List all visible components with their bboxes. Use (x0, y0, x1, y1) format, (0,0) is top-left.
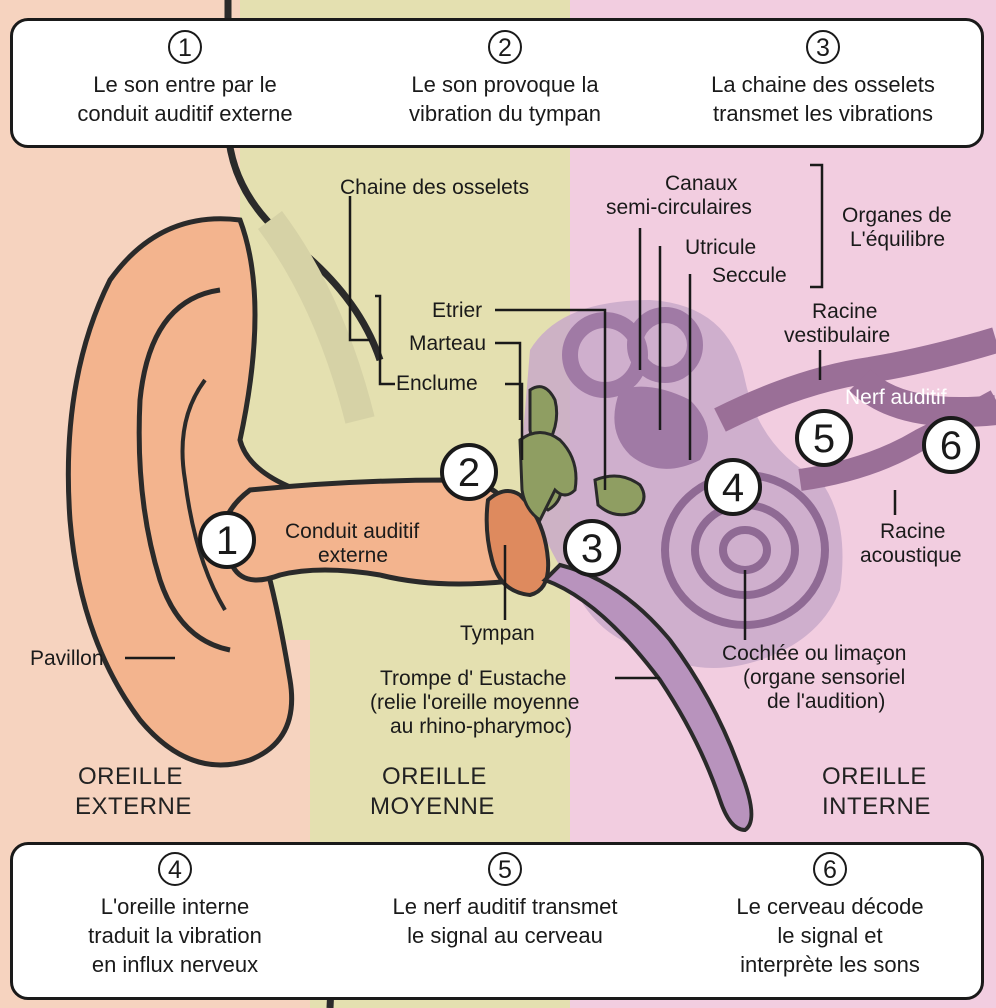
step-6: 6 Le cerveau décode le signal et interpr… (700, 852, 960, 979)
step-2-number: 2 (488, 30, 522, 64)
svg-text:6: 6 (940, 424, 962, 468)
zone-externe-1: OREILLE (78, 763, 183, 790)
step-2: 2 Le son provoque la vibration du tympan (365, 30, 645, 128)
step-1-text: Le son entre par le conduit auditif exte… (45, 70, 325, 128)
label-racine-v-1: Racine (812, 300, 877, 323)
step-3: 3 La chaine des osselets transmet les vi… (678, 30, 968, 128)
label-trompe-1: Trompe d' Eustache (380, 667, 567, 690)
label-racine-a-1: Racine (880, 520, 945, 543)
label-enclume: Enclume (396, 372, 478, 395)
label-conduit-2: externe (318, 544, 388, 567)
step-4-text: L'oreille interne traduit la vibration e… (45, 892, 305, 979)
label-racine-a-2: acoustique (860, 544, 962, 567)
label-cochlee-1: Cochlée ou limaçon (722, 642, 906, 665)
label-nerf-auditif: Nerf auditif (845, 386, 947, 409)
marker-5: 5 (797, 411, 851, 465)
label-chaine-osselets: Chaine des osselets (340, 176, 529, 199)
step-5-number: 5 (488, 852, 522, 886)
label-pavillon: Pavillon (30, 647, 104, 670)
svg-text:4: 4 (722, 466, 744, 510)
step-6-text: Le cerveau décode le signal et interprèt… (700, 892, 960, 979)
step-6-number: 6 (813, 852, 847, 886)
marker-3: 3 (565, 521, 619, 575)
svg-text:2: 2 (458, 451, 480, 495)
label-cochlee-3: de l'audition) (767, 690, 885, 713)
step-1: 1 Le son entre par le conduit auditif ex… (45, 30, 325, 128)
marker-1: 1 (200, 513, 254, 567)
label-etrier: Etrier (432, 299, 482, 322)
zone-externe-2: EXTERNE (75, 793, 192, 820)
label-seccule: Seccule (712, 264, 787, 287)
label-marteau: Marteau (409, 332, 486, 355)
step-3-number: 3 (806, 30, 840, 64)
label-canaux-1: Canaux (665, 172, 738, 195)
zone-moyenne-2: MOYENNE (370, 793, 495, 820)
zone-interne-1: OREILLE (822, 763, 927, 790)
svg-text:3: 3 (581, 527, 603, 571)
step-4: 4 L'oreille interne traduit la vibration… (45, 852, 305, 979)
label-tympan: Tympan (460, 622, 535, 645)
label-organes-1: Organes de (842, 204, 952, 227)
step-5-text: Le nerf auditif transmet le signal au ce… (355, 892, 655, 950)
step-4-number: 4 (158, 852, 192, 886)
label-organes-2: L'équilibre (850, 228, 945, 251)
stapes-shape (595, 476, 644, 515)
marker-6: 6 (924, 418, 978, 472)
svg-text:1: 1 (216, 519, 238, 563)
step-5: 5 Le nerf auditif transmet le signal au … (355, 852, 655, 950)
label-conduit-1: Conduit auditif (285, 520, 419, 543)
step-2-text: Le son provoque la vibration du tympan (365, 70, 645, 128)
step-3-text: La chaine des osselets transmet les vibr… (678, 70, 968, 128)
label-canaux-2: semi-circulaires (606, 196, 752, 219)
svg-text:5: 5 (813, 417, 835, 461)
label-racine-v-2: vestibulaire (784, 324, 890, 347)
label-trompe-2: (relie l'oreille moyenne (370, 691, 579, 714)
label-utricule: Utricule (685, 236, 756, 259)
marker-2: 2 (442, 445, 496, 499)
label-trompe-3: au rhino-pharymoc) (390, 715, 572, 738)
zone-moyenne-1: OREILLE (382, 763, 487, 790)
zone-interne-2: INTERNE (822, 793, 931, 820)
label-cochlee-2: (organe sensoriel (743, 666, 905, 689)
marker-4: 4 (706, 460, 760, 514)
step-1-number: 1 (168, 30, 202, 64)
